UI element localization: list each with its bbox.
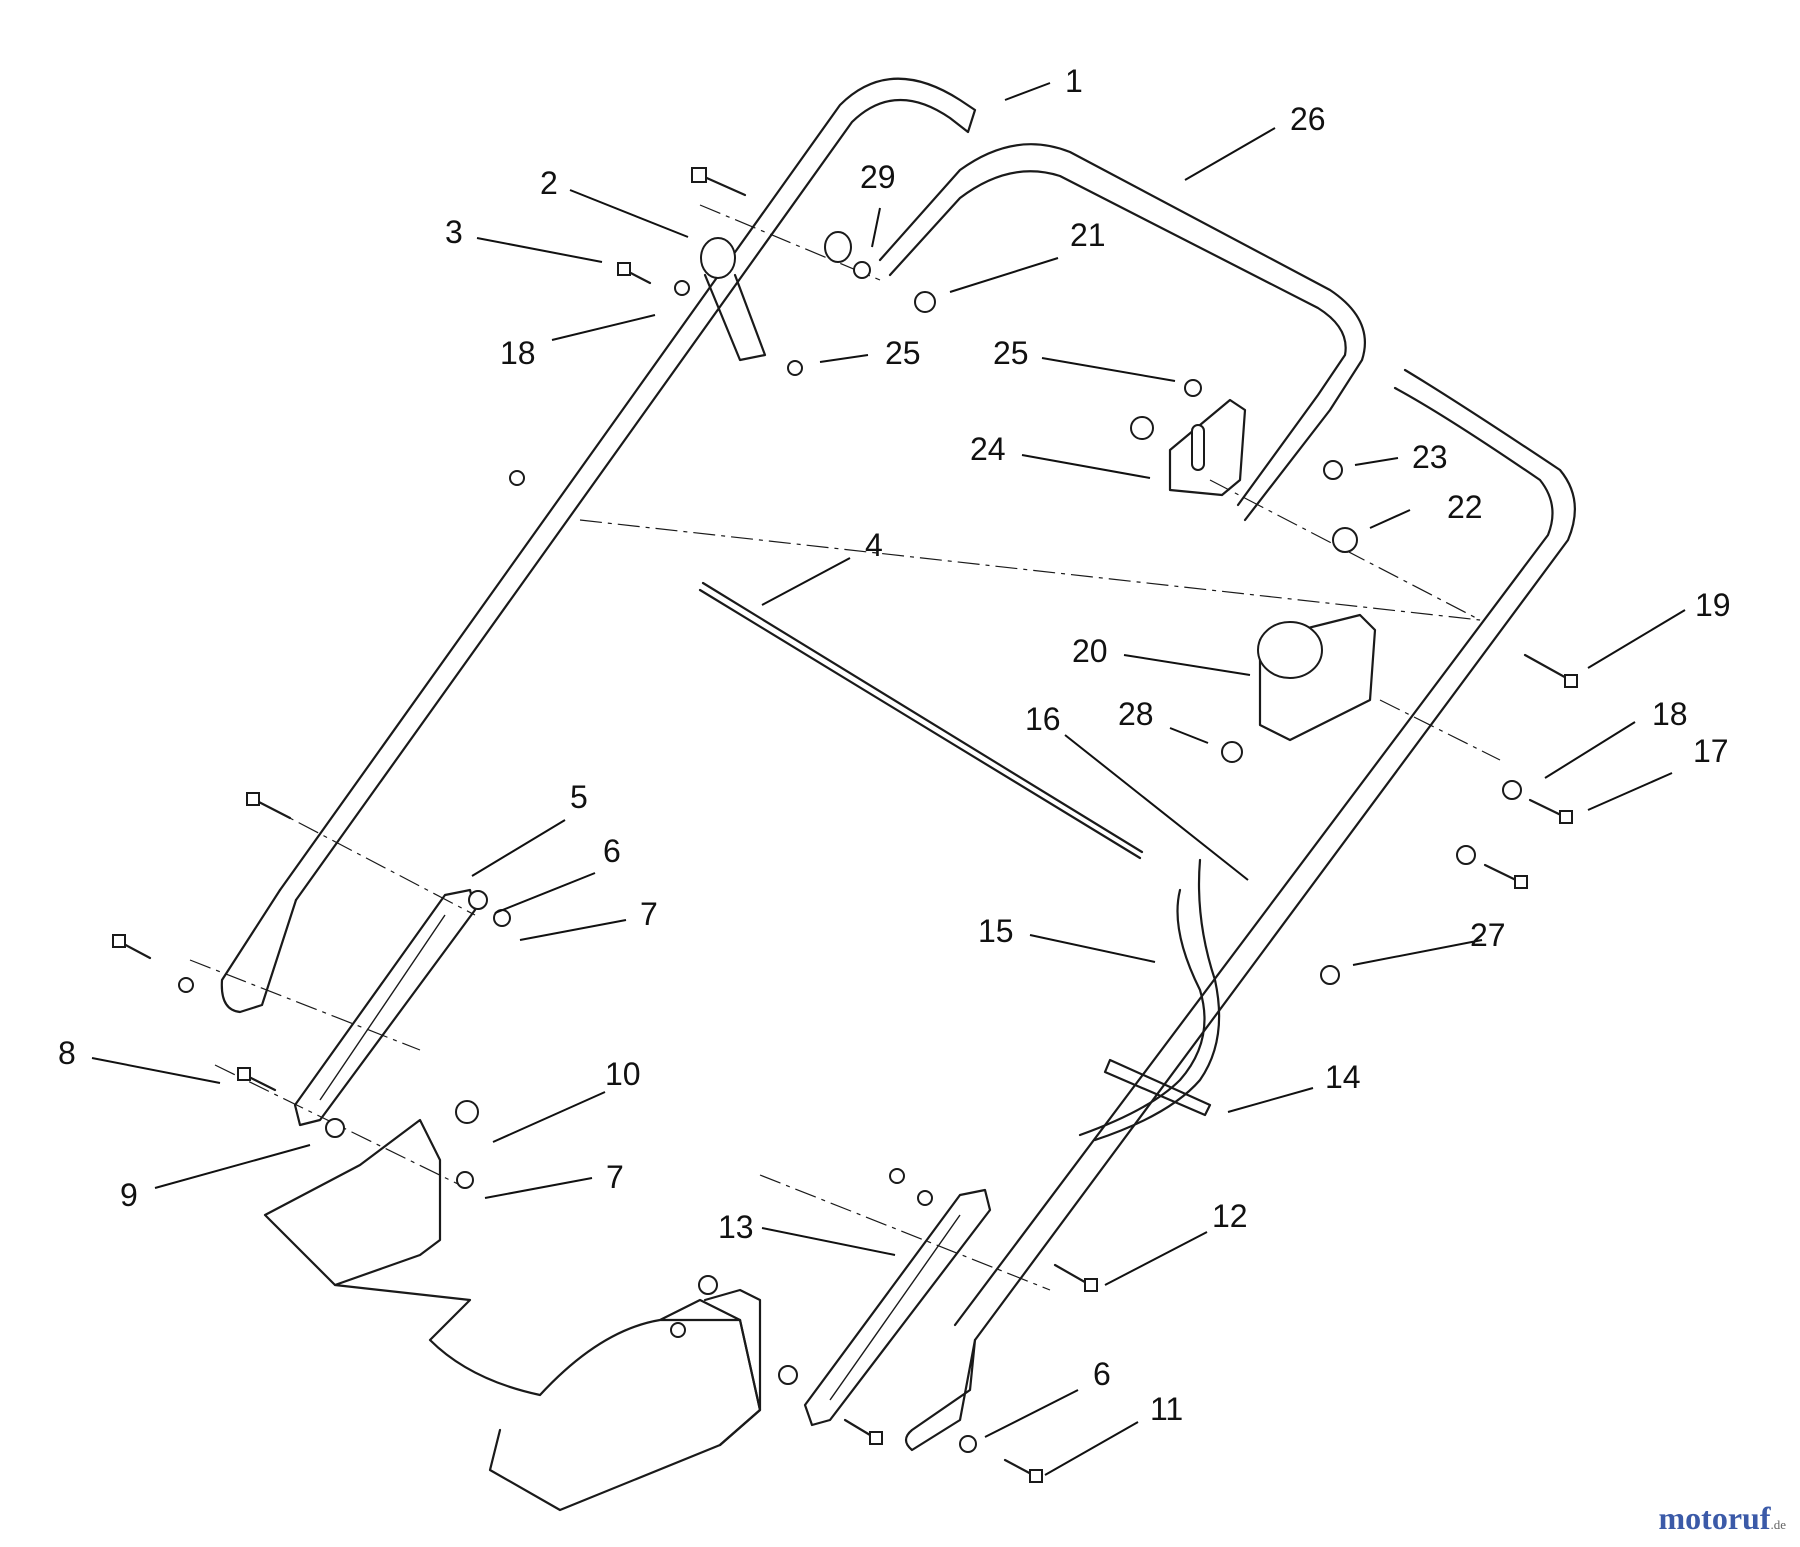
washer-lower-center <box>779 1366 797 1384</box>
callout-25-right: 25 <box>993 335 1029 371</box>
cap-part-27 <box>1321 966 1339 984</box>
callout-21: 21 <box>1070 217 1106 253</box>
nut-part-10 <box>456 1101 478 1123</box>
upper-handle-left-bottom <box>222 890 296 1012</box>
washer-part-6-left <box>469 891 487 909</box>
bolt-lower-center <box>845 1420 882 1444</box>
callout-6-left: 6 <box>603 833 621 869</box>
callout-24: 24 <box>970 431 1006 467</box>
nut-lower-mid-a <box>890 1169 904 1183</box>
bolt-part-17 <box>1530 800 1572 823</box>
callout-5: 5 <box>570 779 588 815</box>
washer-part-6-right <box>960 1436 976 1452</box>
watermark-text: motoruf <box>1659 1500 1771 1536</box>
callout-6-right: 6 <box>1093 1356 1111 1392</box>
callout-27: 27 <box>1470 917 1506 953</box>
callout-19: 19 <box>1695 587 1731 623</box>
bolt-part-12 <box>1055 1265 1097 1291</box>
bracket-part-24 <box>1170 400 1245 495</box>
clamp-part-2 <box>701 238 735 278</box>
nut-part-25-left <box>788 361 802 375</box>
callout-9: 9 <box>120 1177 138 1213</box>
upper-handle-part-1 <box>280 79 975 900</box>
bolt-part-23 <box>1324 461 1342 479</box>
callout-14: 14 <box>1325 1059 1361 1095</box>
height-plate-part-5 <box>295 890 475 1125</box>
height-plate-part-13 <box>805 1190 990 1425</box>
callout-25-left: 25 <box>885 335 921 371</box>
leader-lines <box>92 83 1685 1475</box>
washer-part-9 <box>326 1119 344 1137</box>
callout-20: 20 <box>1072 633 1108 669</box>
callout-29: 29 <box>860 159 896 195</box>
watermark-logo: motoruf.de <box>1659 1500 1787 1537</box>
washer-part-18-right <box>1503 781 1521 799</box>
bolt-left-mid <box>113 935 150 958</box>
washer-mid-right <box>1457 846 1475 864</box>
lower-handle-right-plate <box>906 1340 975 1450</box>
height-plate-slot <box>320 915 445 1100</box>
bolt-part-8 <box>238 1068 275 1090</box>
callout-8: 8 <box>58 1035 76 1071</box>
washer-bracket <box>1131 417 1153 439</box>
deck-housing <box>265 1120 760 1510</box>
callout-18-right: 18 <box>1652 696 1688 732</box>
callout-26: 26 <box>1290 101 1326 137</box>
washer-part-29b <box>854 262 870 278</box>
nut-part-21 <box>915 292 935 312</box>
nut-deck-b <box>671 1323 685 1337</box>
nut-lower-mid-b <box>918 1191 932 1205</box>
callout-7-right: 7 <box>606 1159 624 1195</box>
bolt-mid-right <box>1485 865 1527 888</box>
control-rod-part-4 <box>700 583 1142 858</box>
washer-part-18-left <box>675 281 689 295</box>
callout-28: 28 <box>1118 696 1154 732</box>
bracket-slot <box>1192 425 1204 470</box>
clip-part-28 <box>1222 742 1242 762</box>
callout-labels: 1 26 2 29 21 3 18 25 25 24 23 22 4 19 20… <box>58 63 1731 1427</box>
height-plate-slot-right <box>830 1215 960 1400</box>
bolt-part-3 <box>618 263 650 283</box>
clamp-part-2-body <box>705 275 765 360</box>
washer-left-mid <box>179 978 193 992</box>
callout-22: 22 <box>1447 489 1483 525</box>
cable-part-15 <box>1080 890 1205 1135</box>
handle-assembly-drawing <box>222 79 1575 1510</box>
callout-12: 12 <box>1212 1198 1248 1234</box>
callout-18-left: 18 <box>500 335 536 371</box>
callout-17: 17 <box>1693 733 1729 769</box>
control-knob <box>1258 622 1322 678</box>
spacer-part-29 <box>825 232 851 262</box>
nut-part-25-right <box>1185 380 1201 396</box>
bolt-part-11 <box>1005 1460 1042 1482</box>
callout-15: 15 <box>978 913 1014 949</box>
callout-2: 2 <box>540 165 558 201</box>
callout-11: 11 <box>1150 1391 1183 1427</box>
callout-16: 16 <box>1025 701 1061 737</box>
center-lines <box>190 205 1500 1290</box>
callout-23: 23 <box>1412 439 1448 475</box>
callout-4: 4 <box>865 527 883 563</box>
callout-13: 13 <box>718 1209 754 1245</box>
callout-1: 1 <box>1065 63 1083 99</box>
callout-7-left: 7 <box>640 896 658 932</box>
bolt-top <box>692 168 745 195</box>
nut-part-7-right <box>457 1172 473 1188</box>
watermark-suffix: .de <box>1770 1517 1786 1532</box>
knob-part-22 <box>1333 528 1357 552</box>
callout-10: 10 <box>605 1056 641 1092</box>
callout-3: 3 <box>445 214 463 250</box>
nut-left-mid <box>510 471 524 485</box>
bolt-left-upper <box>247 793 290 818</box>
nut-deck-a <box>699 1276 717 1294</box>
bolt-part-19 <box>1525 655 1577 687</box>
upper-handle-part-26 <box>880 144 1365 520</box>
deck-rear-frame <box>705 1290 760 1445</box>
